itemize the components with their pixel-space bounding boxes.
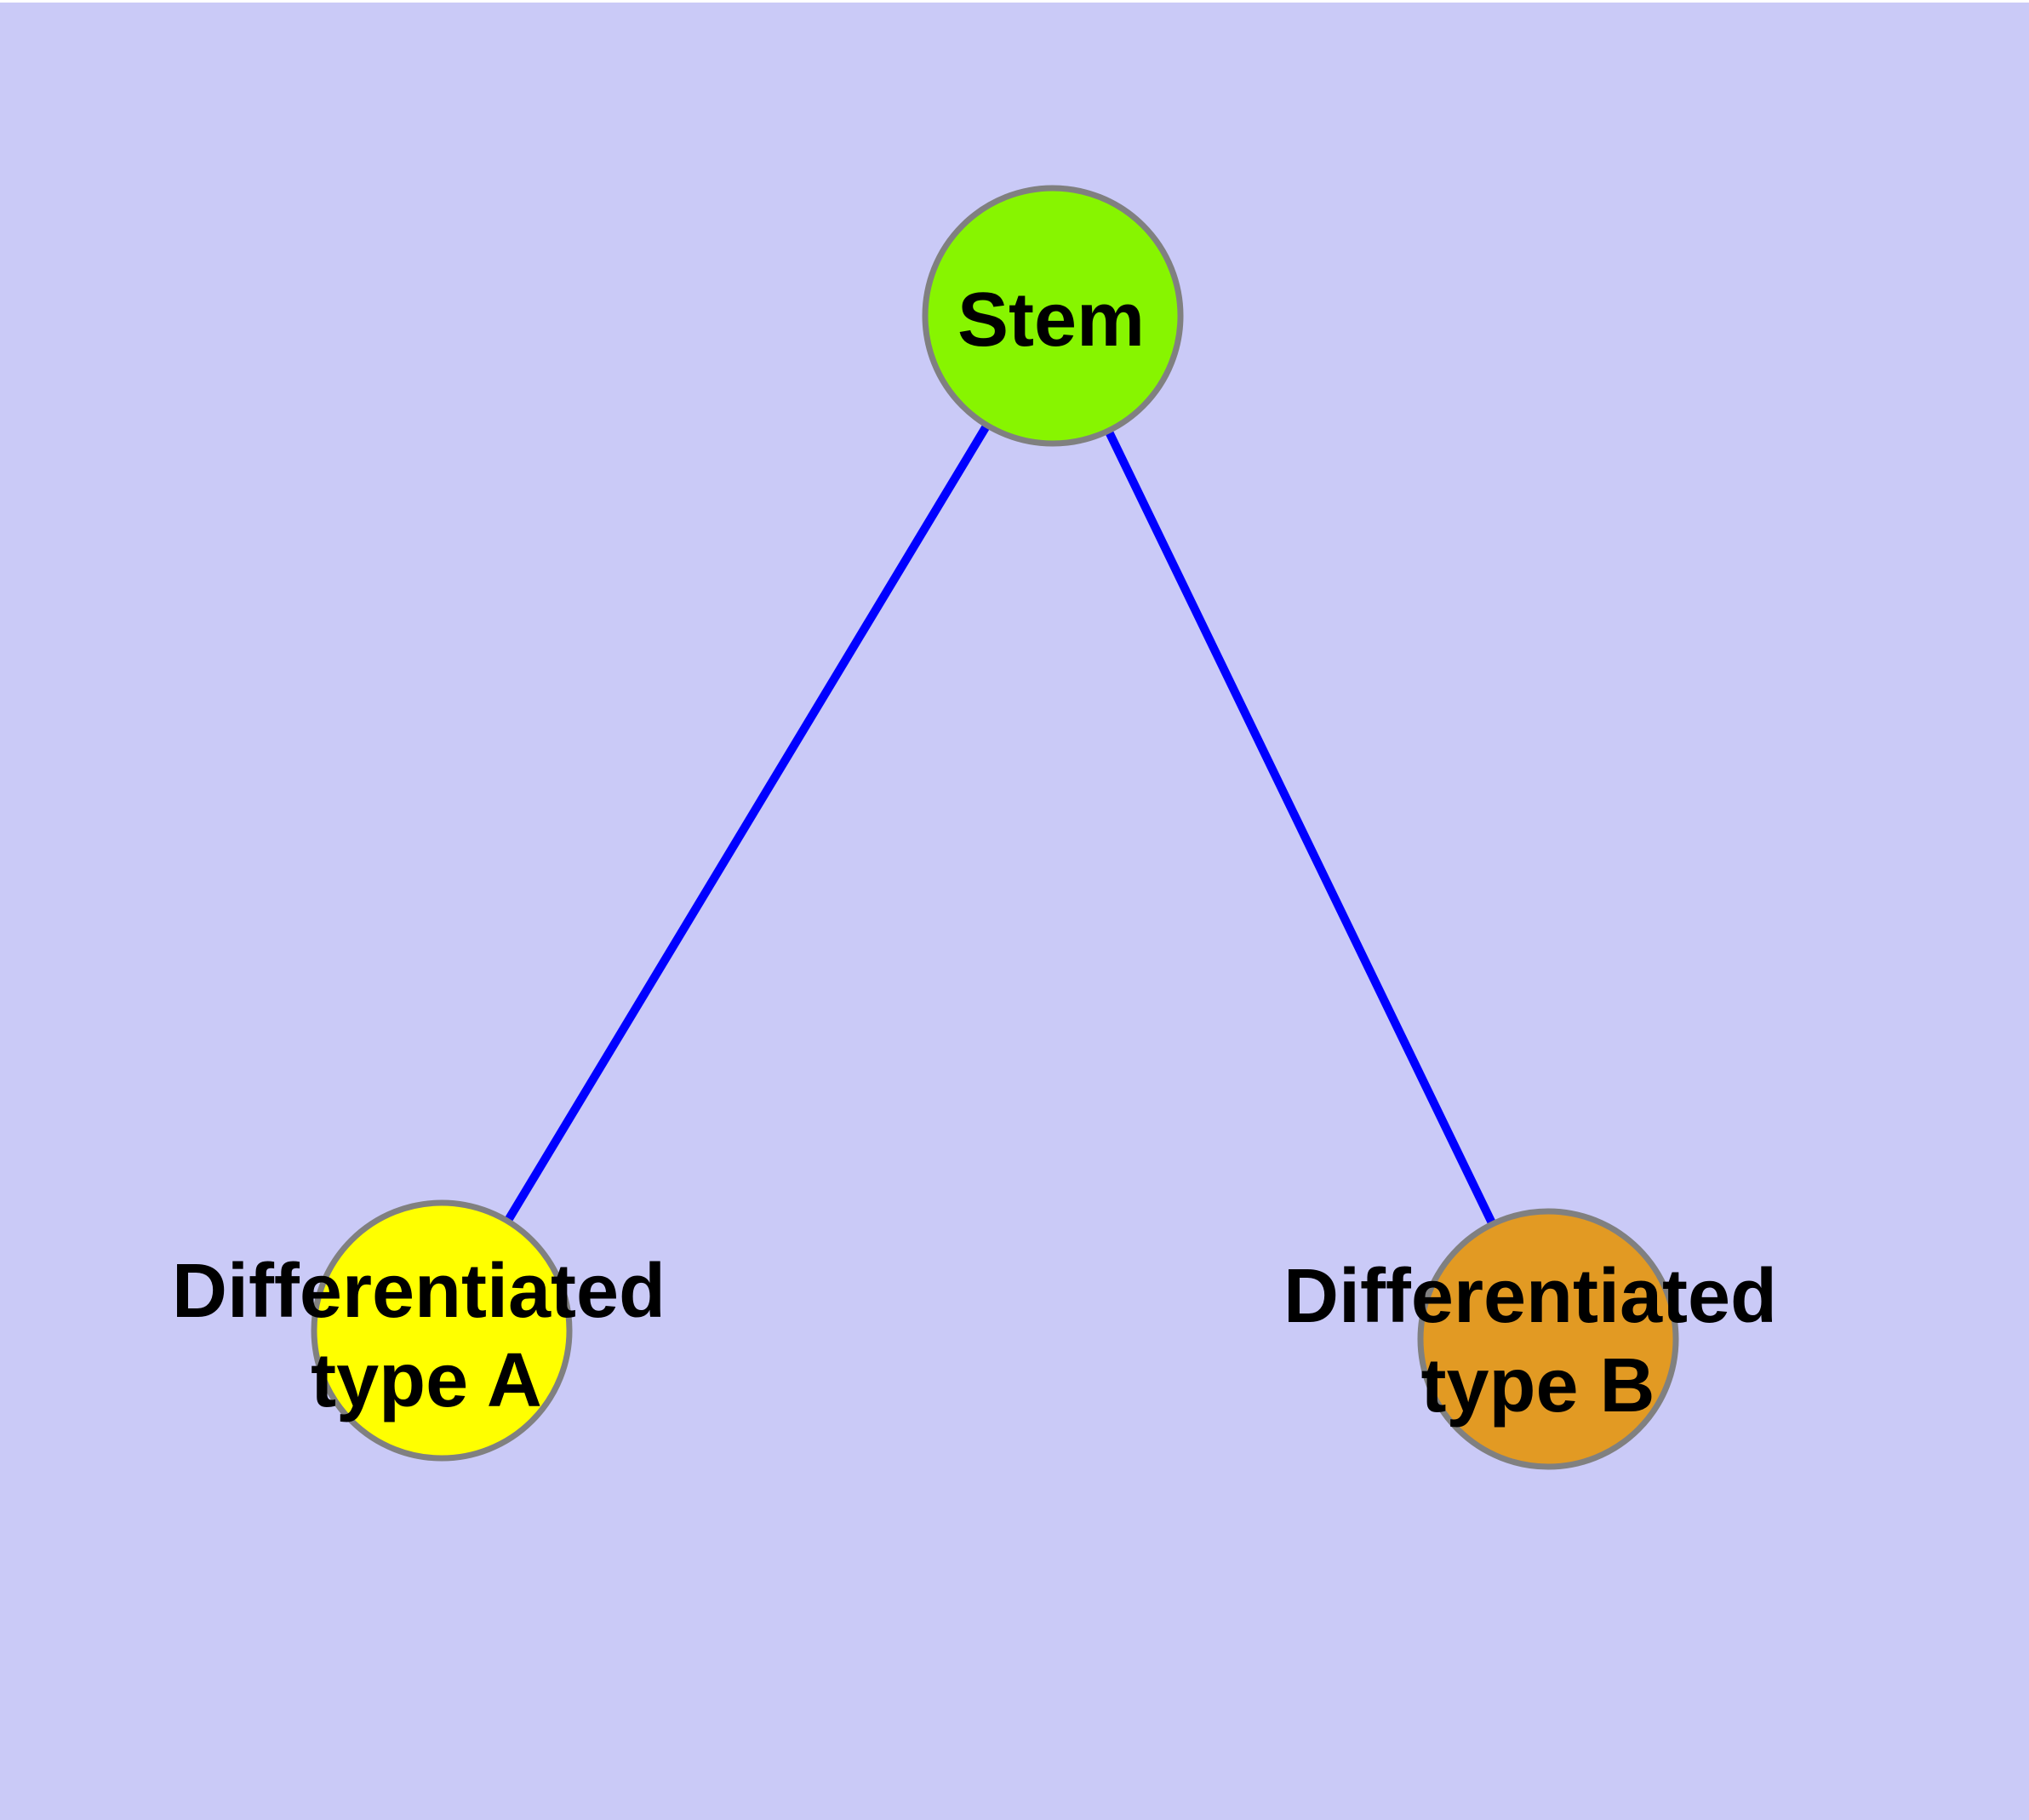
node-type-b-circle [1417,1208,1679,1470]
node-type-a-label-line1: Differentiated [172,1249,666,1334]
node-type-a-label-line2: type A [311,1338,542,1423]
edge-stem-to-type-a [437,313,1057,1333]
node-type-a-circle [311,1199,573,1462]
node-type-b-label-line1: Differentiated [1283,1254,1777,1339]
top-white-strip [0,0,2029,3]
edge-stem-to-type-b [1049,313,1552,1342]
node-stem-circle [922,185,1184,447]
node-stem-label: Stem [957,278,1145,363]
node-type-b-label-line2: type B [1420,1343,1655,1428]
